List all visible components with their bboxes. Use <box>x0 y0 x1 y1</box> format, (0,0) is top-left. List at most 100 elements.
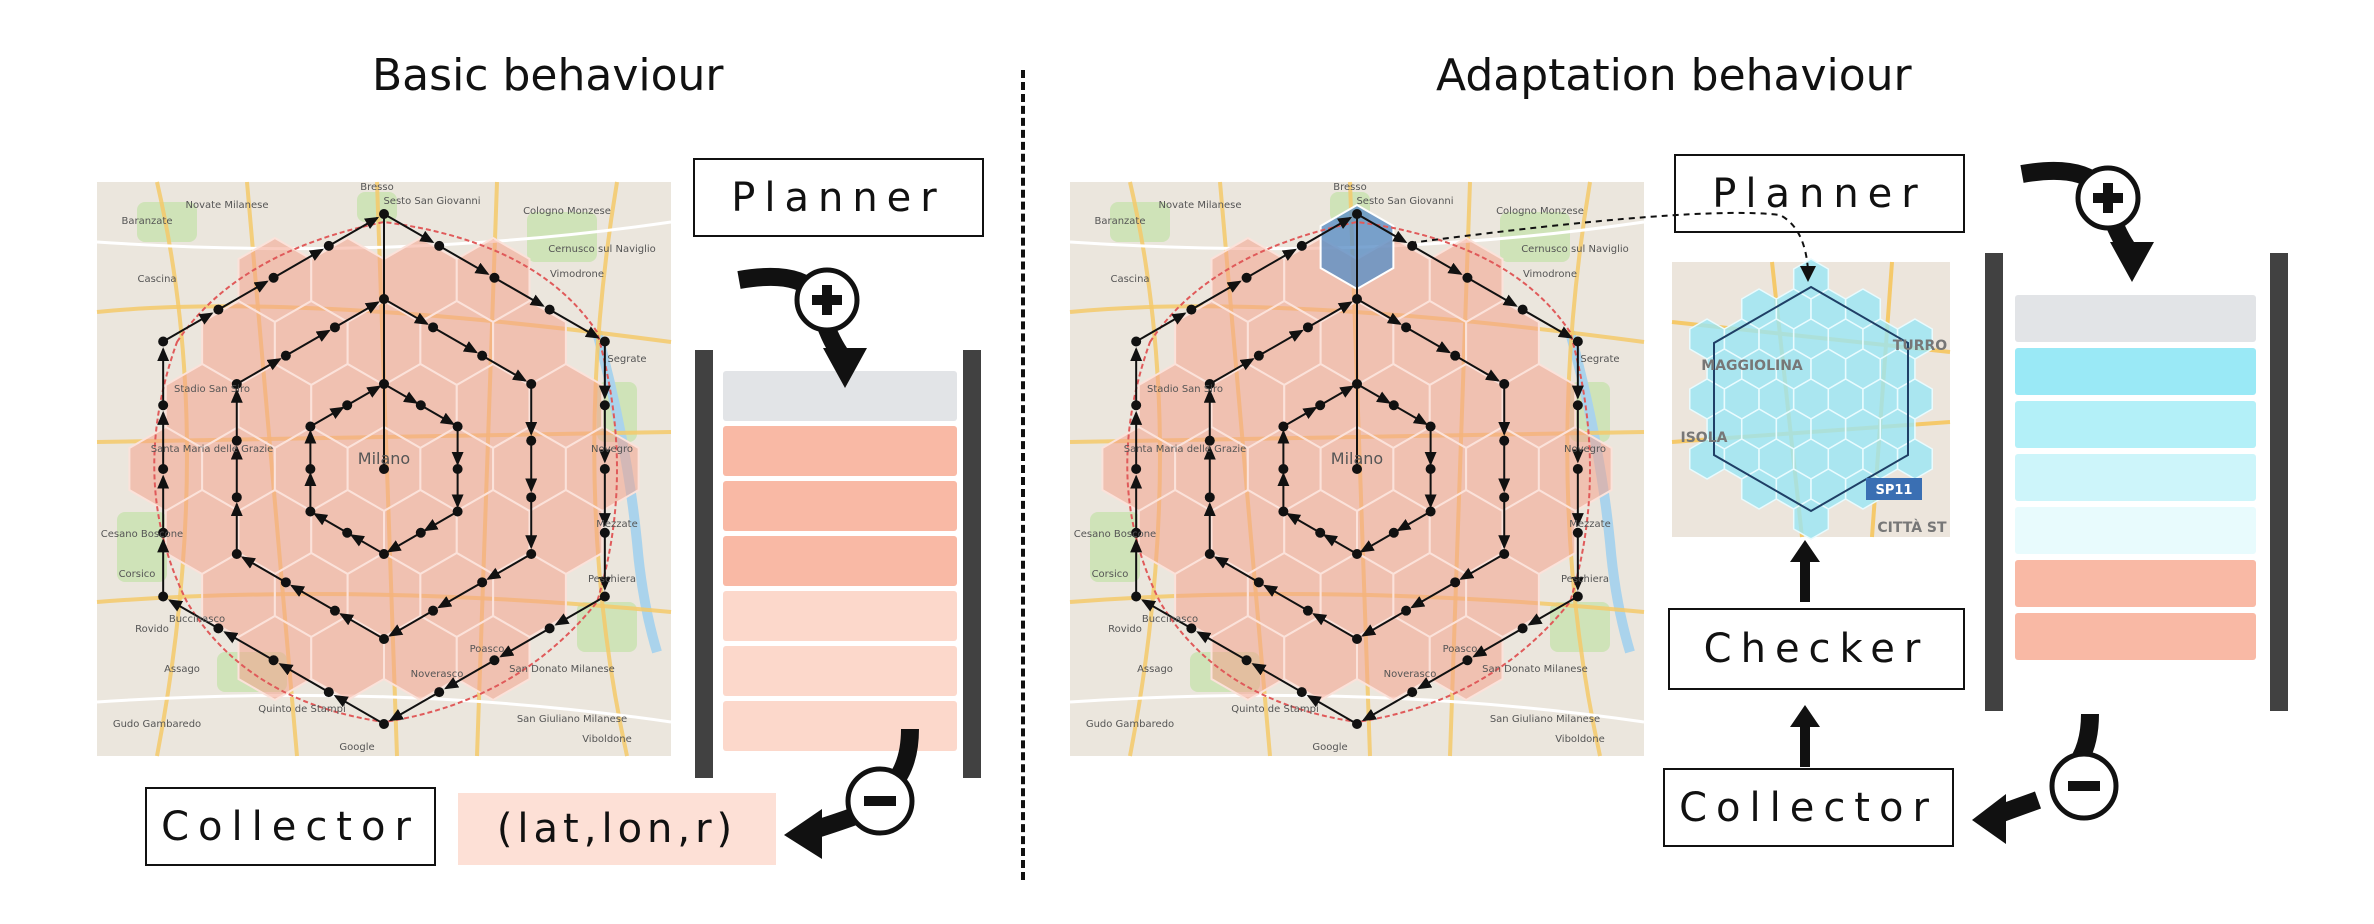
path-dot <box>599 591 610 602</box>
path-dot <box>1425 421 1436 432</box>
path-segment <box>217 280 269 311</box>
path-segment <box>1459 553 1505 580</box>
path-segment <box>313 513 348 534</box>
path-segment <box>493 276 545 307</box>
path-segment <box>1466 276 1518 307</box>
path-segment <box>236 358 282 385</box>
checker-up-arrow <box>1790 540 1820 602</box>
path-dot <box>1517 304 1528 315</box>
map-label: Bresso <box>360 182 393 193</box>
path-segment <box>383 213 435 244</box>
path-dot <box>434 240 445 251</box>
map-label: Cernusco sul Naviglio <box>548 244 656 255</box>
path-dot <box>1131 527 1142 538</box>
path-segment <box>1190 280 1242 311</box>
map-label: Cascina <box>137 274 176 285</box>
path-segment <box>333 694 385 725</box>
path-segment <box>1472 627 1524 658</box>
map-label: Quinto de Stampi <box>258 704 346 715</box>
path-dot <box>428 605 439 616</box>
path-segment <box>386 531 422 553</box>
path-dot <box>1278 464 1289 474</box>
path-segment <box>1361 691 1413 722</box>
path-dot <box>477 577 488 588</box>
path-dot <box>379 634 389 644</box>
map-label: Poasco <box>1443 644 1478 655</box>
right-queue-cell <box>2015 560 2256 607</box>
map-label: Peschiera <box>588 574 636 585</box>
path-segment <box>383 298 429 325</box>
path-segment <box>1135 312 1187 343</box>
path-dot <box>1499 379 1510 389</box>
map-label: Cascina <box>1110 274 1149 285</box>
path-segment <box>444 659 495 690</box>
left-queue-cell <box>723 481 957 531</box>
path-dot <box>1572 464 1583 474</box>
map-label: Bresso <box>1333 182 1366 193</box>
zoom-label: MAGGIOLINA <box>1701 358 1803 374</box>
path-dot <box>415 400 426 411</box>
map-label: Peschiera <box>1561 574 1609 585</box>
path-dot <box>428 322 439 333</box>
path-dot <box>1572 591 1583 602</box>
path-dot <box>1131 591 1142 602</box>
right-title: Adaptation behaviour <box>1436 50 1912 101</box>
map-label: Corsico <box>1092 569 1129 580</box>
map-label: Novate Milanese <box>1158 200 1241 211</box>
path-dot <box>452 421 463 432</box>
path-dot <box>1401 322 1412 333</box>
map-label: Santa Maria delle Grazie <box>151 444 274 455</box>
map-label: Viboldone <box>582 734 632 745</box>
left-queue-cell <box>723 646 957 696</box>
map-label: Cernusco sul Naviglio <box>1521 244 1629 255</box>
path-dot <box>158 464 169 474</box>
path-dot <box>1296 687 1307 698</box>
path-dot <box>415 527 426 538</box>
map-label: Stadio San Siro <box>174 384 250 395</box>
path-dot <box>329 322 340 333</box>
minor-road <box>1069 693 1645 724</box>
path-segment <box>168 599 219 630</box>
path-segment <box>290 584 336 612</box>
left-plus-arrow <box>737 267 867 388</box>
park-area <box>1090 512 1140 582</box>
path-dot <box>342 400 353 411</box>
path-segment <box>1213 556 1260 584</box>
path-dot <box>305 464 316 474</box>
path-dot <box>323 687 334 698</box>
path-dot <box>268 272 279 283</box>
path-dot <box>305 421 316 432</box>
path-segment <box>1356 383 1392 404</box>
map-label: Rovido <box>1108 624 1142 635</box>
map-label: Sesto San Giovanni <box>1356 196 1453 207</box>
map-label: Segrate <box>1580 354 1619 365</box>
zoom-label: CITTÀ ST <box>1877 519 1947 536</box>
path-segment <box>1410 581 1456 609</box>
path-dot <box>1462 272 1473 283</box>
path-dot <box>280 577 291 588</box>
path-segment <box>438 245 490 275</box>
zoom-label: ISOLA <box>1681 430 1728 446</box>
map-label: San Donato Milanese <box>1482 664 1588 675</box>
path-segment <box>554 595 606 626</box>
path-segment <box>223 631 275 662</box>
path-dot <box>1499 492 1510 503</box>
path-dot <box>1572 400 1583 411</box>
path-dot <box>158 527 169 538</box>
path-dot <box>1186 304 1197 315</box>
path-dot <box>1186 623 1197 634</box>
map-label: Poasco <box>470 644 505 655</box>
path-dot <box>158 400 169 411</box>
path-segment <box>437 581 483 609</box>
path-dot <box>1296 240 1307 251</box>
map-label: San Giuliano Milanese <box>1490 714 1600 725</box>
path-segment <box>1356 213 1408 244</box>
path-dot <box>379 549 389 559</box>
path-dot <box>1462 655 1473 666</box>
path-dot <box>329 605 340 616</box>
section-divider <box>1021 70 1025 880</box>
path-dot <box>1352 549 1362 559</box>
path-dot <box>1352 634 1362 644</box>
path-dot <box>213 304 224 315</box>
path-segment <box>273 248 324 279</box>
